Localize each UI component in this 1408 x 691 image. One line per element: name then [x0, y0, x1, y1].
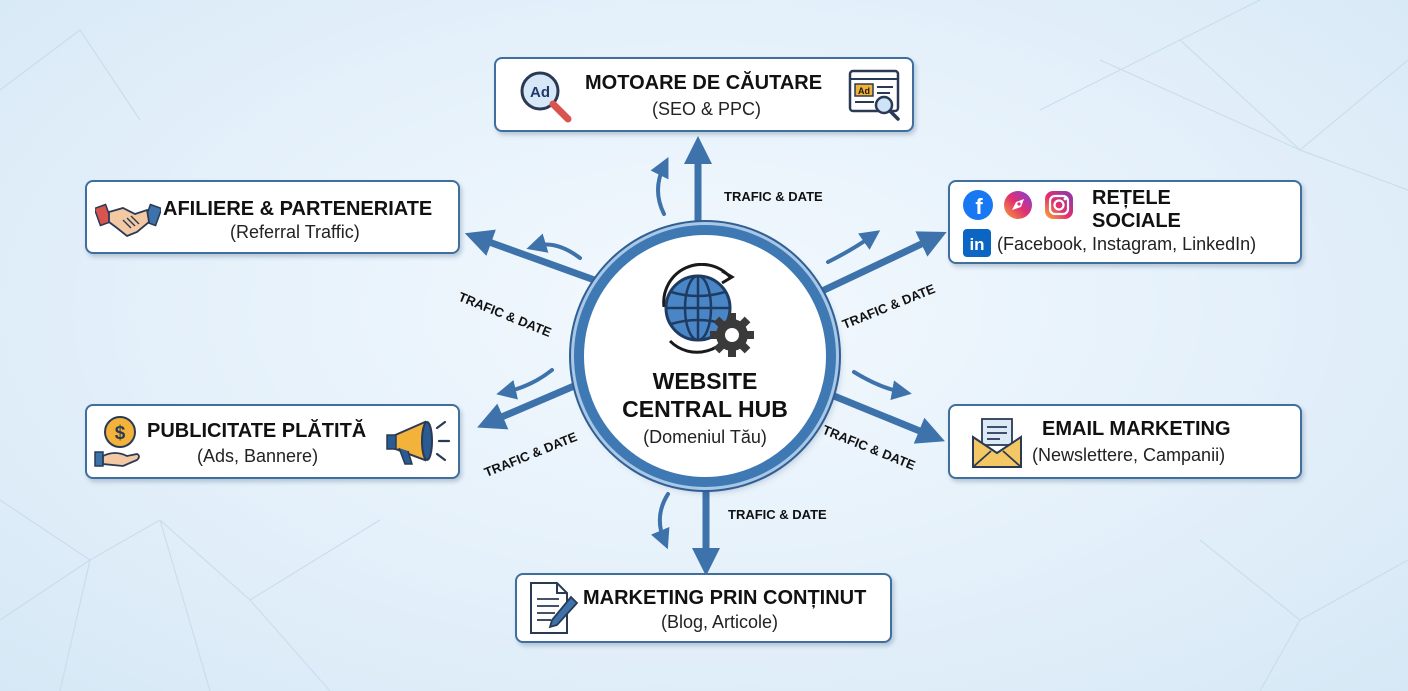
linkedin-icon-text: in: [969, 235, 984, 254]
arrow-small-upper-left: [526, 233, 582, 260]
arrow-small-top: [650, 157, 669, 216]
search-title: MOTOARE DE CĂUTARE: [585, 72, 823, 94]
arrow-to-affiliate: [464, 229, 604, 286]
ad-search-icon: Ad: [520, 71, 572, 123]
affiliate-subtitle: (Referral Traffic): [230, 222, 360, 242]
arrow-small-upper-right: [826, 230, 881, 264]
node-paid-advertising: $ PUBLICITATE PLĂTITĂ (Ads, Bannere): [85, 404, 460, 479]
handshake-icon: [95, 203, 161, 238]
social-title-line1: REȚELE: [1092, 187, 1171, 209]
hub-title-line2: CENTRAL HUB: [622, 396, 788, 422]
paid-title: PUBLICITATE PLĂTITĂ: [147, 420, 367, 442]
arrow-small-lower-left: [496, 368, 554, 400]
document-pen-icon: [530, 582, 579, 634]
facebook-icon: f: [963, 190, 993, 220]
instagram-icon: [1045, 191, 1073, 219]
flow-label-top: TRAFIC & DATE: [724, 189, 823, 204]
arrow-to-email: [830, 392, 945, 444]
ad-browser-icon: Ad: [848, 69, 900, 121]
content-subtitle: (Blog, Articole): [661, 612, 779, 632]
money-hand-icon: $: [94, 416, 140, 467]
node-social-networks: f in REȚELE SOCIALE (Facebook, Instagram…: [948, 180, 1302, 264]
search-subtitle: (SEO & PPC): [652, 99, 762, 119]
globe-gear-icon: [662, 263, 754, 357]
node-email-marketing: EMAIL MARKETING (Newslettere, Campanii): [948, 404, 1302, 479]
facebook-icon-text: f: [975, 194, 983, 219]
affiliate-title: AFILIERE & PARTENERIATE: [163, 198, 433, 220]
arrow-small-lower-right: [852, 370, 912, 401]
arrow-to-paid: [477, 376, 592, 430]
node-content-marketing: MARKETING PRIN CONȚINUT (Blog, Articole): [515, 573, 892, 643]
hub-title-line1: WEBSITE: [652, 368, 758, 394]
social-subtitle: (Facebook, Instagram, LinkedIn): [997, 234, 1257, 254]
flow-label-bottom: TRAFIC & DATE: [728, 507, 827, 522]
social-title-line2: SOCIALE: [1092, 210, 1181, 232]
hub-subtitle: (Domeniul Tău): [643, 427, 767, 447]
content-title: MARKETING PRIN CONȚINUT: [583, 587, 867, 609]
ad-icon-text: Ad: [530, 84, 550, 101]
node-search-engines: Ad MOTOARE DE CĂUTARE (SEO & PPC) Ad: [494, 57, 914, 132]
megaphone-icon: [386, 420, 451, 465]
central-hub: WEBSITE CENTRAL HUB (Domeniul Tău): [574, 225, 836, 487]
linkedin-icon: in: [963, 229, 991, 257]
messenger-rocket-icon: [1004, 191, 1032, 219]
node-affiliate: AFILIERE & PARTENERIATE (Referral Traffi…: [85, 180, 460, 254]
paid-subtitle: (Ads, Bannere): [197, 446, 319, 466]
envelope-icon: [972, 418, 1022, 468]
ad-browser-text: Ad: [858, 86, 870, 96]
email-title: EMAIL MARKETING: [1042, 418, 1231, 440]
email-subtitle: (Newslettere, Campanii): [1032, 445, 1226, 465]
coin-icon-text: $: [115, 423, 126, 444]
arrow-small-bottom: [650, 492, 670, 550]
arrow-to-social: [816, 231, 947, 296]
